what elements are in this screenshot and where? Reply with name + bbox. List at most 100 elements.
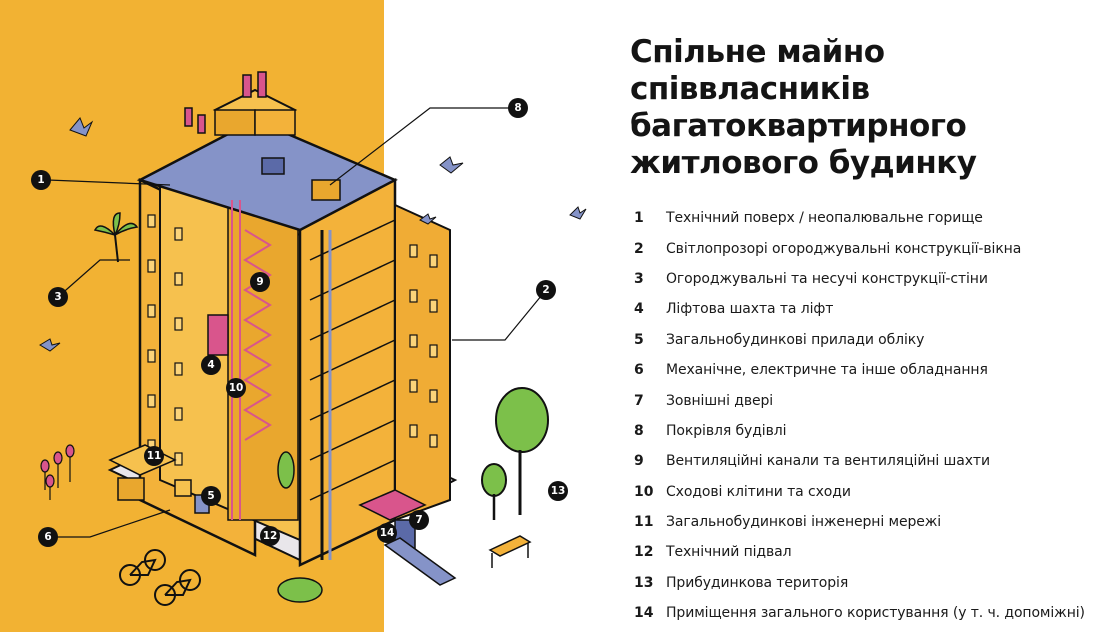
legend-item: 8 Покрівля будівлі bbox=[634, 416, 1104, 446]
ramp bbox=[383, 537, 457, 586]
left-windows bbox=[147, 214, 183, 466]
callout-2: 2 bbox=[536, 280, 556, 300]
legend-label: Технічний підвал bbox=[666, 544, 792, 561]
roof-box-side-right bbox=[254, 109, 296, 136]
legend-item: 13 Прибудинкова територія bbox=[634, 568, 1104, 598]
svg-text:3: 3 bbox=[54, 291, 61, 303]
legend-number: 13 bbox=[634, 574, 654, 591]
svg-text:12: 12 bbox=[263, 530, 278, 542]
palm-plant bbox=[93, 212, 139, 263]
legend-label: Механічне, електричне та інше обладнання bbox=[666, 362, 988, 379]
svg-text:13: 13 bbox=[551, 485, 566, 497]
legend-item: 4 Ліфтова шахта та ліфт bbox=[634, 294, 1104, 324]
callout-7: 7 bbox=[409, 510, 429, 530]
entrance-canopy bbox=[358, 489, 427, 521]
legend-number: 9 bbox=[634, 453, 644, 470]
bench bbox=[488, 535, 532, 568]
birds bbox=[39, 117, 587, 352]
stairs bbox=[243, 229, 272, 441]
meter-box bbox=[174, 479, 192, 497]
legend-number: 5 bbox=[634, 331, 644, 348]
svg-text:5: 5 bbox=[207, 490, 214, 502]
callout-6: 6 bbox=[38, 527, 58, 547]
chimney bbox=[257, 71, 267, 98]
svg-text:2: 2 bbox=[542, 284, 549, 296]
roof-vent bbox=[311, 179, 341, 201]
callout-11: 11 bbox=[144, 446, 164, 466]
title-line: багатоквартирного bbox=[630, 108, 967, 144]
legend-number: 14 bbox=[634, 605, 654, 622]
legend-number: 7 bbox=[634, 392, 644, 409]
title-line: житлового будинку bbox=[630, 145, 977, 181]
bicycles bbox=[119, 549, 201, 606]
legend-item: 7 Зовнішні двері bbox=[634, 385, 1104, 415]
legend-number: 4 bbox=[634, 301, 644, 318]
porch-steps bbox=[117, 477, 145, 501]
roof-box-side bbox=[214, 109, 256, 136]
legend-item: 10 Сходові клітини та сходи bbox=[634, 477, 1104, 507]
legend-label: Ліфтова шахта та ліфт bbox=[666, 301, 834, 318]
legend-number: 6 bbox=[634, 362, 644, 379]
svg-text:10: 10 bbox=[229, 382, 244, 394]
svg-text:14: 14 bbox=[380, 527, 395, 539]
lift-car bbox=[207, 314, 229, 356]
svg-text:1: 1 bbox=[37, 174, 44, 186]
legend-label: Вентиляційні канали та вентиляційні шахт… bbox=[666, 453, 990, 470]
callout-13: 13 bbox=[548, 481, 568, 501]
legend-number: 12 bbox=[634, 544, 654, 561]
svg-text:11: 11 bbox=[147, 450, 162, 462]
callout-14: 14 bbox=[377, 523, 397, 543]
wing-windows bbox=[409, 244, 438, 448]
legend-label: Огороджувальні та несучі конструкції-сті… bbox=[666, 270, 988, 287]
legend-item: 2 Світлопрозорі огороджувальні конструкці… bbox=[634, 233, 1104, 263]
legend-number: 10 bbox=[634, 483, 654, 500]
building-wing bbox=[394, 203, 451, 522]
right-floor-bands bbox=[309, 219, 396, 501]
legend-label: Сходові клітини та сходи bbox=[666, 483, 851, 500]
svg-text:6: 6 bbox=[44, 531, 51, 543]
svg-text:9: 9 bbox=[256, 276, 263, 288]
legend-number: 3 bbox=[634, 270, 644, 287]
legend-label: Загальнобудинкові інженерні мережі bbox=[666, 514, 942, 531]
shrub bbox=[277, 451, 295, 489]
callout-12: 12 bbox=[260, 526, 280, 546]
leader-lines bbox=[47, 107, 547, 538]
callout-3: 3 bbox=[48, 287, 68, 307]
legend-number: 11 bbox=[634, 514, 654, 531]
roof-unit bbox=[261, 157, 285, 175]
callout-1: 1 bbox=[31, 170, 51, 190]
page-title: Спільне майно співвласників багатокварти… bbox=[630, 34, 1100, 182]
shrub bbox=[277, 577, 323, 603]
title-line: Спільне майно bbox=[630, 34, 885, 70]
legend-item: 14 Приміщення загального користування (у … bbox=[634, 598, 1104, 628]
legend-item: 6 Механічне, електричне та інше обладнанн… bbox=[634, 355, 1104, 385]
callout-10: 10 bbox=[226, 378, 246, 398]
legend-label: Приміщення загального користування (у т.… bbox=[666, 605, 1085, 622]
chimney bbox=[197, 114, 206, 134]
callout-5: 5 bbox=[201, 486, 221, 506]
legend-item: 5 Загальнобудинкові прилади обліку bbox=[634, 325, 1104, 355]
legend-item: 11 Загальнобудинкові інженерні мережі bbox=[634, 507, 1104, 537]
legend-label: Покрівля будівлі bbox=[666, 422, 787, 439]
legend-label: Зовнішні двері bbox=[666, 392, 774, 409]
legend-label: Прибудинкова територія bbox=[666, 574, 849, 591]
legend-label: Загальнобудинкові прилади обліку bbox=[666, 331, 925, 348]
building-illustration: 1 2 3 4 5 6 7 8 9 10 11 12 13 14 bbox=[31, 71, 587, 606]
svg-text:8: 8 bbox=[514, 102, 521, 114]
roof bbox=[136, 118, 398, 232]
legend-item: 9 Вентиляційні канали та вентиляційні шах… bbox=[634, 446, 1104, 476]
callout-4: 4 bbox=[201, 355, 221, 375]
legend-label: Світлопрозорі огороджувальні конструкції… bbox=[666, 240, 1022, 257]
svg-text:4: 4 bbox=[207, 359, 214, 371]
legend-number: 8 bbox=[634, 422, 644, 439]
legend-item: 3 Огороджувальні та несучі конструкції-ст… bbox=[634, 264, 1104, 294]
title-line: співвласників bbox=[630, 71, 870, 107]
legend-number: 2 bbox=[634, 240, 644, 257]
callout-9: 9 bbox=[250, 272, 270, 292]
chimney bbox=[184, 107, 193, 127]
tree-crown bbox=[481, 463, 507, 497]
legend-item: 12 Технічний підвал bbox=[634, 537, 1104, 567]
svg-text:7: 7 bbox=[415, 514, 422, 526]
